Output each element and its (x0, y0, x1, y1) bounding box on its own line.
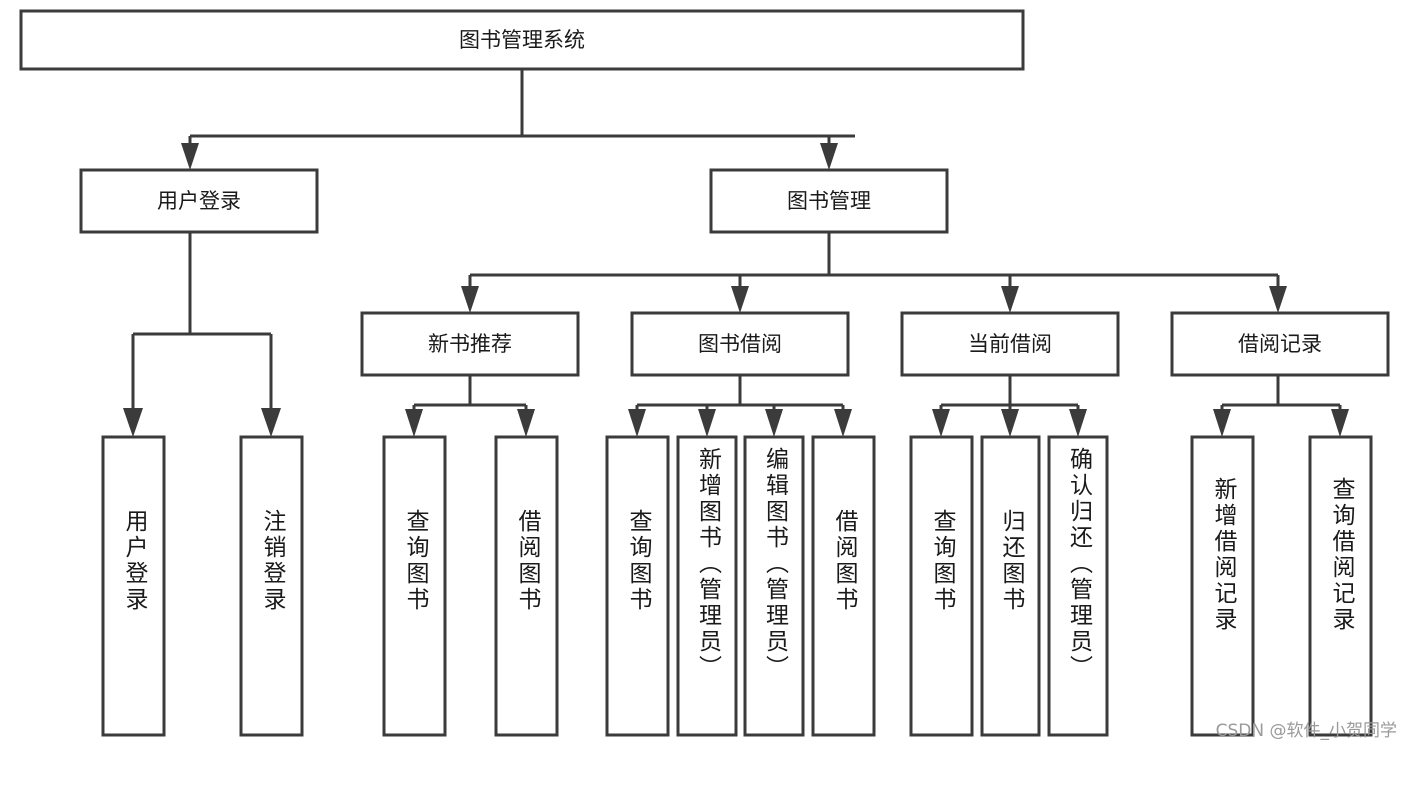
arrow-head-leaf-borrow-book-2 (834, 409, 852, 437)
node-box-current-borrow[interactable] (900, 311, 1120, 377)
arrow-head-user-login (181, 143, 199, 170)
node-label-book-mgmt: 图书管理 (787, 189, 871, 213)
arrow-head-book-borrow (731, 286, 749, 313)
node-box-leaf-add-record[interactable] (1190, 435, 1255, 737)
node-label-new-book: 新书推荐 (428, 332, 512, 356)
node-label-user-login: 用户登录 (157, 189, 241, 213)
node-label-current-borrow: 当前借阅 (968, 332, 1052, 356)
node-box-borrow-record[interactable] (1170, 311, 1390, 377)
arrow-head-leaf-user-login (123, 408, 143, 437)
arrow-head-leaf-add-record (1213, 409, 1231, 437)
node-box-book-borrow[interactable] (630, 311, 850, 377)
arrow-head-leaf-return-book (1001, 409, 1019, 437)
node-box-leaf-return-book[interactable] (980, 435, 1041, 737)
arrow-head-leaf-query-record (1331, 409, 1349, 437)
node-label-borrow-record: 借阅记录 (1238, 332, 1322, 356)
tree-diagram-svg: 图书管理系统 用户登录 图书管理 新书推荐 图书借阅 当前借阅 借阅记录 (19, 9, 1390, 737)
arrow-head-leaf-query-book-1 (405, 409, 423, 437)
node-box-leaf-query-book-2[interactable] (605, 435, 670, 737)
arrow-head-book-mgmt (820, 143, 838, 170)
diagram-canvas: 图书管理系统 用户登录 图书管理 新书推荐 图书借阅 当前借阅 借阅记录 (19, 9, 1397, 741)
connector-group-new-book (405, 375, 535, 437)
arrow-head-leaf-query-book-2 (628, 409, 646, 437)
node-box-leaf-borrow-book-2[interactable] (811, 435, 876, 737)
arrow-head-leaf-query-book-3 (932, 409, 950, 437)
arrow-head-leaf-add-book (698, 409, 716, 437)
arrow-head-leaf-edit-book (765, 409, 783, 437)
node-box-leaf-logout[interactable] (239, 435, 304, 737)
arrow-head-leaf-borrow-book-1 (517, 409, 535, 437)
node-box-leaf-user-login[interactable] (101, 435, 166, 737)
node-box-leaf-borrow-book-1[interactable] (494, 435, 559, 737)
arrow-head-new-book (461, 286, 479, 313)
node-box-leaf-confirm-return[interactable] (1047, 435, 1109, 737)
node-box-user-login[interactable] (79, 168, 319, 234)
arrow-head-current-borrow (1001, 286, 1019, 313)
connector-group-book-borrow (628, 375, 852, 437)
arrow-head-leaf-logout (261, 408, 281, 437)
node-box-leaf-add-book[interactable] (676, 435, 738, 737)
connector-group-user-login (123, 232, 281, 437)
node-box-leaf-edit-book[interactable] (743, 435, 805, 737)
arrow-head-borrow-record (1269, 286, 1287, 313)
node-box-leaf-query-book-3[interactable] (909, 435, 974, 737)
node-box-new-book[interactable] (360, 311, 580, 377)
watermark-text: CSDN @软件_小贺同学 (1215, 721, 1397, 741)
node-box-root[interactable] (19, 9, 1025, 71)
connector-group-root (181, 69, 855, 170)
connector-group-book-mgmt (461, 232, 1287, 313)
node-box-book-mgmt[interactable] (709, 168, 949, 234)
node-box-leaf-query-book-1[interactable] (382, 435, 447, 737)
node-box-leaf-query-record[interactable] (1308, 435, 1373, 737)
connector-group-borrow-record (1213, 375, 1349, 437)
connector-group-current-borrow (932, 375, 1087, 437)
node-label-root: 图书管理系统 (459, 28, 585, 52)
node-label-book-borrow: 图书借阅 (698, 332, 782, 356)
arrow-head-leaf-confirm-return (1069, 409, 1087, 437)
